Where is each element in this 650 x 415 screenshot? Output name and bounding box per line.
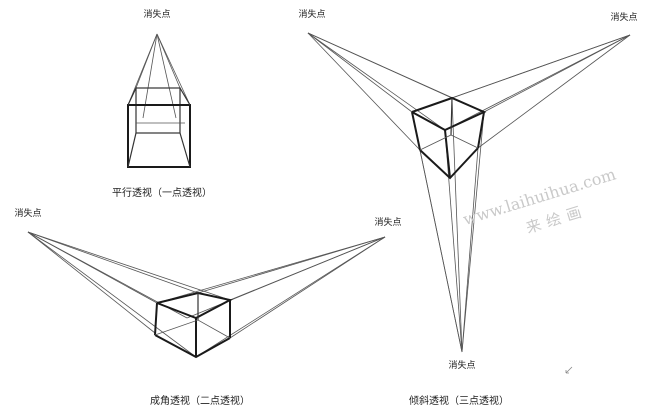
three-point-perspective-figure: 消失点 消失点 消失点 倾斜透视（三点透视）	[298, 8, 637, 407]
two-point-caption: 成角透视（二点透视）	[150, 394, 250, 407]
three-point-left-vanishing-point-label: 消失点	[298, 8, 325, 20]
one-point-caption: 平行透视（一点透视）	[112, 186, 212, 199]
three-point-caption: 倾斜透视（三点透视）	[409, 394, 509, 407]
two-point-perspective-figure: 消失点 消失点 成角透视（二点透视）	[14, 207, 401, 407]
three-point-bottom-vanishing-point-label: 消失点	[448, 359, 475, 371]
two-point-right-vanishing-point-label: 消失点	[374, 216, 401, 228]
one-point-perspective-figure: 消失点 平行透视（一点透视）	[112, 8, 212, 199]
one-point-vanishing-point-label: 消失点	[143, 8, 170, 20]
watermark: www.laihuihua.com 来绘画	[461, 164, 618, 237]
cursor-icon	[565, 366, 573, 374]
two-point-left-vanishing-point-label: 消失点	[14, 207, 41, 219]
three-point-right-vanishing-point-label: 消失点	[610, 11, 637, 23]
